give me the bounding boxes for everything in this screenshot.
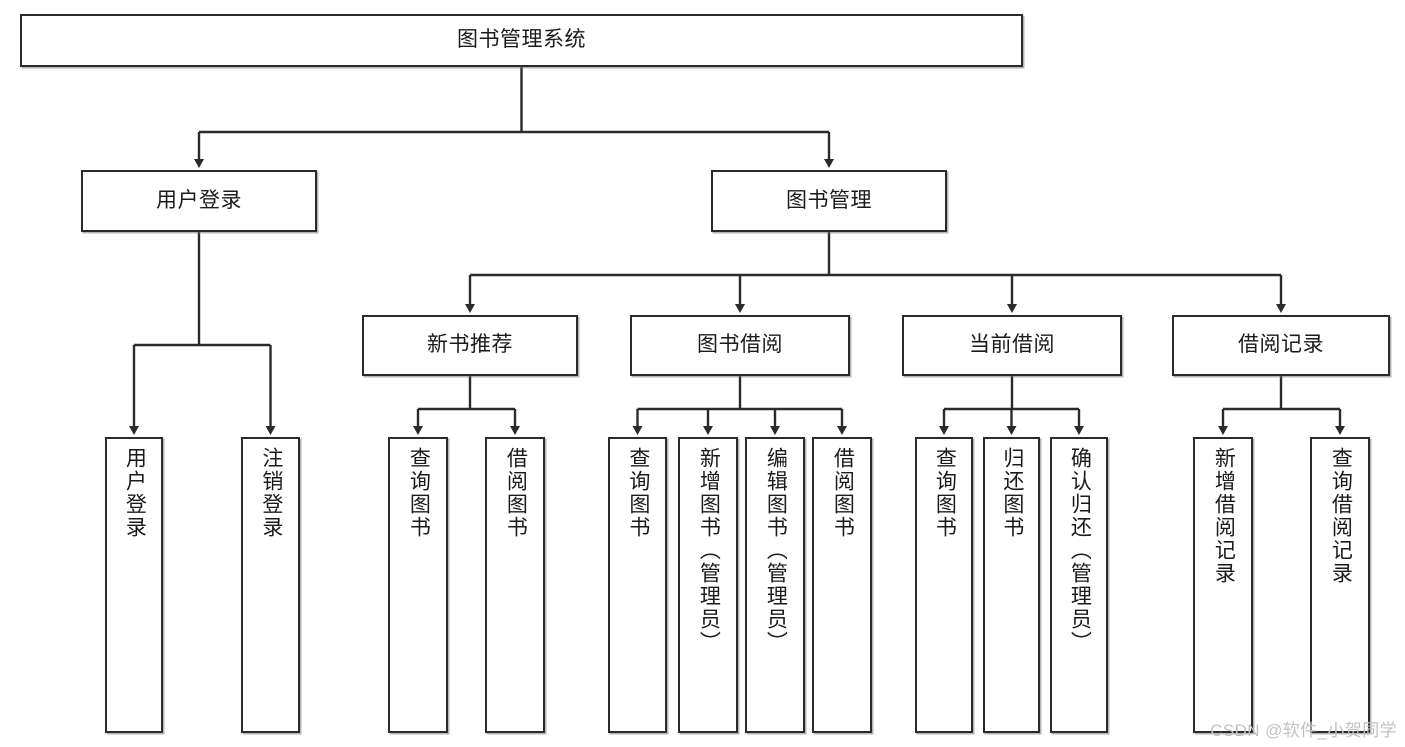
node-label-current-borrow: 当前借阅	[969, 333, 1055, 357]
node-label-new-book-rec: 新书推荐	[427, 333, 513, 357]
node-label-leaf-add-book: 新增图书（管理员）	[697, 447, 721, 654]
node-current-borrow[interactable]: 当前借阅	[902, 315, 1122, 376]
node-leaf-return-book[interactable]: 归还图书	[983, 437, 1040, 733]
node-label-leaf-logout: 注销登录	[259, 447, 283, 539]
node-label-leaf-add-record: 新增借阅记录	[1212, 447, 1236, 585]
node-book-manage[interactable]: 图书管理	[711, 170, 947, 232]
node-root[interactable]: 图书管理系统	[20, 14, 1023, 67]
node-leaf-user-login[interactable]: 用户登录	[105, 437, 163, 733]
node-leaf-query-record[interactable]: 查询借阅记录	[1310, 437, 1370, 733]
node-label-leaf-query-book-1: 查询图书	[407, 447, 431, 539]
node-leaf-query-book-3[interactable]: 查询图书	[915, 437, 973, 733]
node-label-leaf-user-login: 用户登录	[123, 447, 147, 539]
node-leaf-borrow-book-2[interactable]: 借阅图书	[812, 437, 872, 733]
node-borrow-record[interactable]: 借阅记录	[1172, 315, 1390, 376]
node-label-book-borrow: 图书借阅	[697, 333, 783, 357]
node-leaf-edit-book[interactable]: 编辑图书（管理员）	[745, 437, 805, 733]
node-label-leaf-confirm-return: 确认归还（管理员）	[1068, 447, 1092, 654]
node-label-leaf-edit-book: 编辑图书（管理员）	[764, 447, 788, 654]
node-leaf-query-book-2[interactable]: 查询图书	[608, 437, 667, 733]
node-new-book-rec[interactable]: 新书推荐	[362, 315, 578, 376]
node-label-book-manage: 图书管理	[786, 188, 872, 212]
node-leaf-add-record[interactable]: 新增借阅记录	[1193, 437, 1253, 733]
node-leaf-add-book[interactable]: 新增图书（管理员）	[678, 437, 738, 733]
node-label-leaf-borrow-book-1: 借阅图书	[504, 447, 528, 539]
node-label-root: 图书管理系统	[457, 28, 586, 52]
watermark-text: CSDN @软件_小贺同学	[1210, 721, 1397, 740]
node-leaf-confirm-return[interactable]: 确认归还（管理员）	[1050, 437, 1108, 733]
node-label-leaf-return-book: 归还图书	[1000, 447, 1024, 539]
node-label-borrow-record: 借阅记录	[1238, 333, 1324, 357]
node-label-leaf-query-book-3: 查询图书	[933, 447, 957, 539]
node-book-borrow[interactable]: 图书借阅	[630, 315, 850, 376]
node-label-leaf-query-record: 查询借阅记录	[1329, 447, 1353, 585]
node-user-login[interactable]: 用户登录	[81, 170, 317, 232]
node-leaf-query-book-1[interactable]: 查询图书	[388, 437, 448, 733]
node-leaf-borrow-book-1[interactable]: 借阅图书	[485, 437, 545, 733]
node-label-leaf-query-book-2: 查询图书	[626, 447, 650, 539]
node-leaf-logout[interactable]: 注销登录	[241, 437, 300, 733]
node-label-leaf-borrow-book-2: 借阅图书	[831, 447, 855, 539]
node-label-user-login: 用户登录	[156, 188, 242, 212]
